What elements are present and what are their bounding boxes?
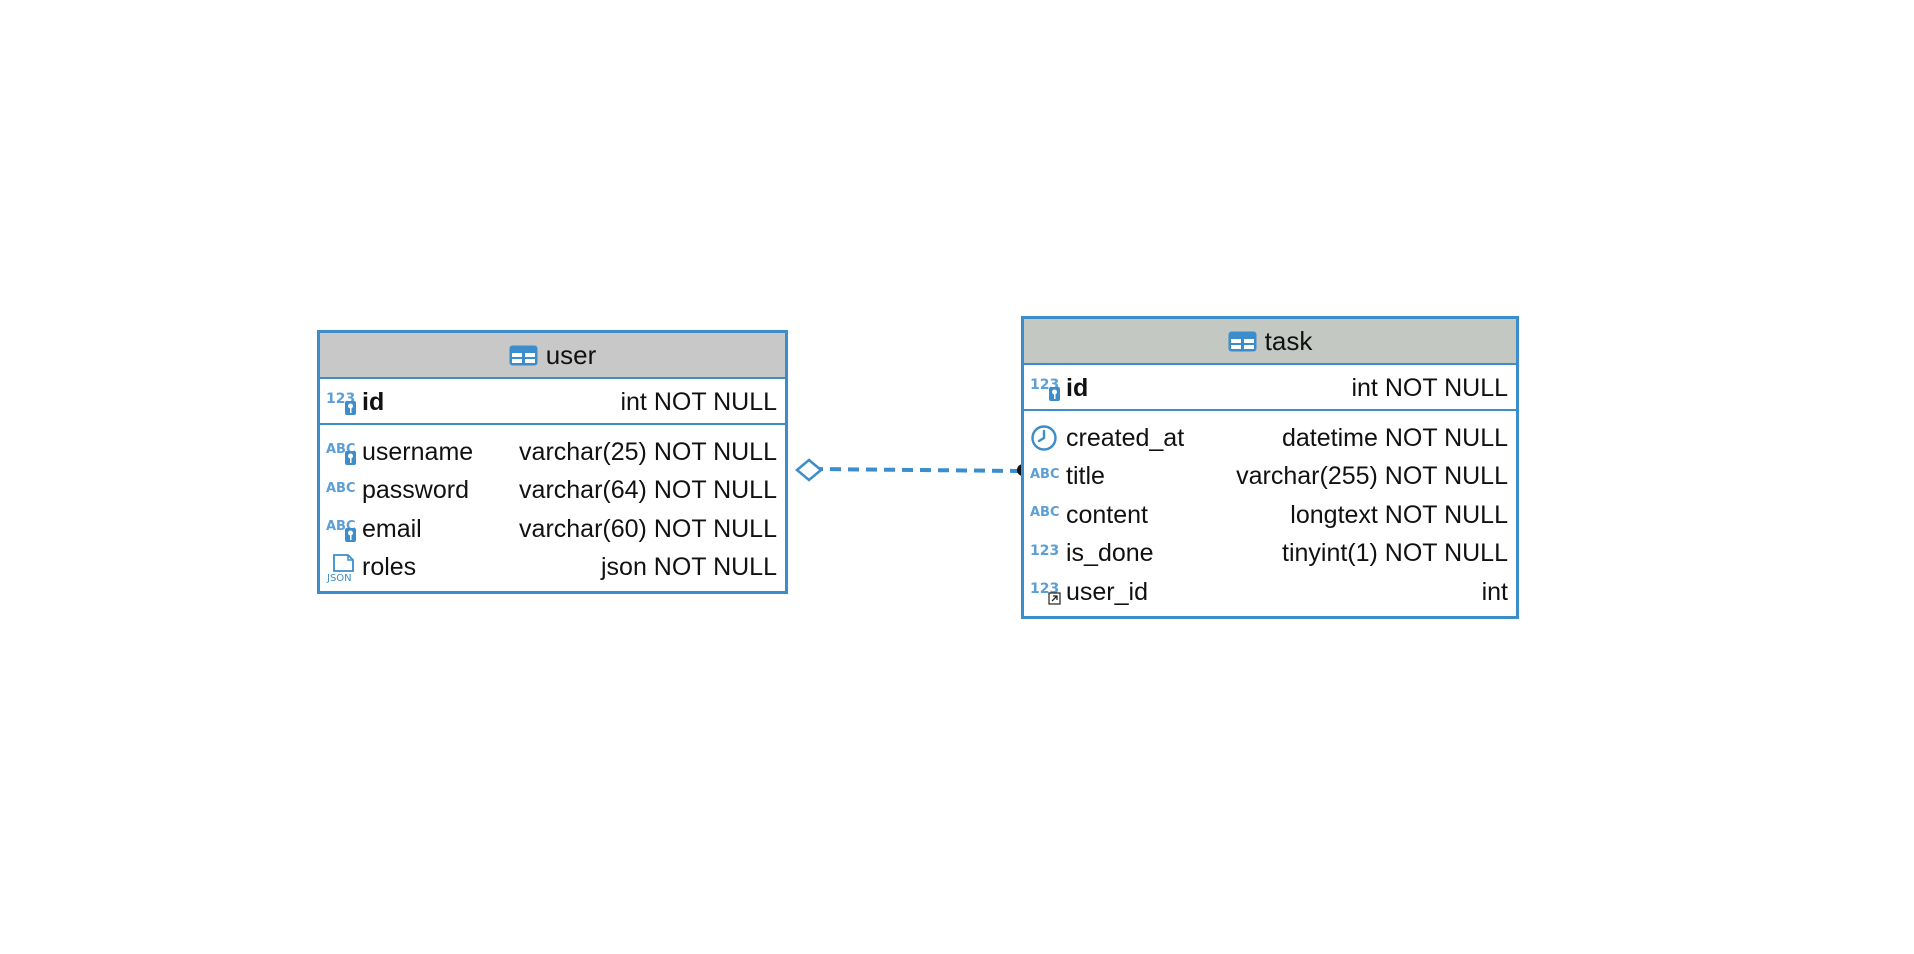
column-name: user_id	[1066, 577, 1148, 606]
svg-text:ABC: ABC	[326, 481, 356, 496]
column-row[interactable]: ABC email varchar(60) NOT NULL	[320, 510, 785, 549]
table-icon	[509, 345, 538, 365]
column-row[interactable]: ABC username varchar(25) NOT NULL	[320, 433, 785, 472]
text-key-icon: ABC	[326, 514, 360, 544]
entity-title: user	[545, 339, 597, 370]
column-type: datetime NOT NULL	[1281, 423, 1508, 452]
column-row[interactable]: ABC content longtext NOT NULL	[1024, 496, 1516, 535]
column-name: id	[362, 387, 385, 416]
entity-task[interactable]: task 123 id int NOT NULL c	[1021, 316, 1519, 619]
entity-header: user	[320, 333, 785, 379]
clock-icon	[1030, 423, 1064, 453]
entity-header: task	[1024, 319, 1516, 365]
columns-section: ABC username varchar(25) NOT NULL ABC pa…	[320, 425, 785, 587]
numeric-key-icon: 123	[1030, 373, 1064, 403]
relation-diamond-end	[795, 458, 823, 482]
svg-text:123: 123	[1030, 543, 1059, 559]
svg-text:JSON: JSON	[326, 573, 352, 583]
column-name: created_at	[1066, 423, 1185, 452]
column-name: title	[1066, 462, 1105, 491]
column-type: json NOT NULL	[601, 553, 777, 582]
column-row[interactable]: 123 id int NOT NULL	[320, 383, 785, 421]
text-icon: ABC	[1030, 462, 1064, 492]
numeric-icon: 123	[1030, 539, 1064, 569]
column-name: password	[362, 476, 469, 505]
svg-text:ABC: ABC	[1030, 505, 1060, 520]
numeric-key-icon: 123	[326, 387, 360, 417]
column-type: tinyint(1) NOT NULL	[1282, 539, 1508, 568]
column-row[interactable]: 123 id int NOT NULL	[1024, 369, 1516, 407]
column-name: roles	[362, 553, 417, 582]
column-row[interactable]: 123 is_done tinyint(1) NOT NULL	[1024, 535, 1516, 574]
column-name: email	[362, 514, 422, 543]
column-type: varchar(25) NOT NULL	[519, 437, 777, 466]
column-type: int NOT NULL	[620, 387, 777, 416]
column-name: id	[1066, 373, 1089, 402]
column-type: varchar(60) NOT NULL	[519, 514, 777, 543]
column-type: int	[1481, 577, 1508, 606]
columns-section: created_at datetime NOT NULL ABC title v…	[1024, 411, 1516, 612]
column-type: varchar(255) NOT NULL	[1236, 462, 1508, 491]
entity-user[interactable]: user 123 id int NOT NULL ABC	[317, 330, 788, 594]
column-row[interactable]: JSON roles json NOT NULL	[320, 549, 785, 588]
json-icon: JSON	[326, 553, 360, 583]
primary-key-section: 123 id int NOT NULL	[320, 379, 785, 425]
column-row[interactable]: created_at datetime NOT NULL	[1024, 419, 1516, 458]
primary-key-section: 123 id int NOT NULL	[1024, 365, 1516, 411]
text-key-icon: ABC	[326, 437, 360, 467]
column-name: content	[1066, 500, 1149, 529]
numeric-foreign-key-icon: 123	[1030, 577, 1064, 607]
text-icon: ABC	[326, 476, 360, 506]
table-icon	[1228, 331, 1257, 351]
column-name: username	[362, 437, 474, 466]
column-name: is_done	[1066, 539, 1154, 568]
column-type: longtext NOT NULL	[1290, 500, 1508, 529]
column-row[interactable]: ABC title varchar(255) NOT NULL	[1024, 458, 1516, 497]
column-row[interactable]: ABC password varchar(64) NOT NULL	[320, 472, 785, 511]
column-type: int NOT NULL	[1351, 373, 1508, 402]
entity-title: task	[1264, 325, 1313, 356]
column-type: varchar(64) NOT NULL	[519, 476, 777, 505]
column-row[interactable]: 123 user_id int	[1024, 573, 1516, 612]
svg-text:ABC: ABC	[1030, 467, 1060, 482]
text-icon: ABC	[1030, 500, 1064, 530]
